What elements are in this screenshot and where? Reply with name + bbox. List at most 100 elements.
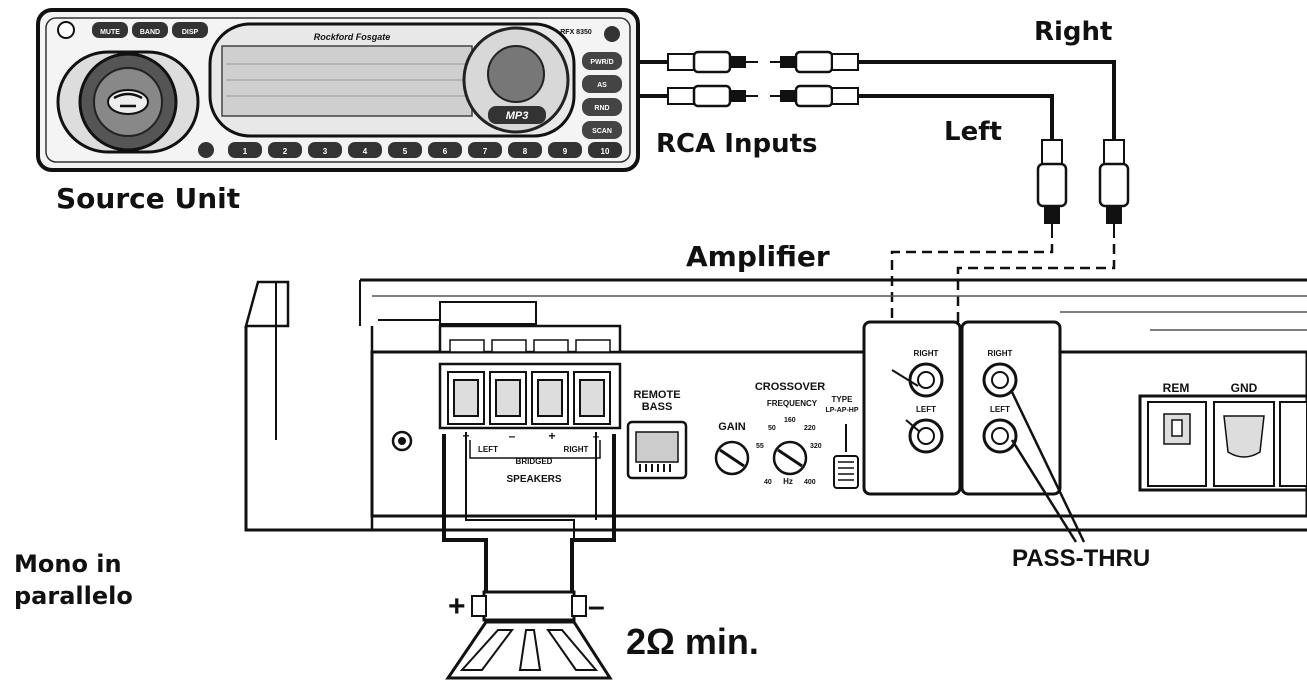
disp-label: DISP [182,29,199,36]
amplifier-label: Amplifier [686,240,830,273]
side-button[interactable] [582,52,622,70]
pass-thru-pointers [1010,391,1086,543]
freq-tick-400: 400 [804,479,816,486]
preset-button-label: 10 [601,147,610,156]
rem-label: REM [1163,381,1190,395]
rca-cable-left [636,84,1054,140]
side-buttons: PWR/D AS RND SCAN [582,52,622,139]
pass-thru-left-jack[interactable] [982,418,1018,454]
display-panel: MP3 Rockford Fosgate [208,22,576,138]
preset-button[interactable] [348,142,382,158]
model-label: RFX 8350 [560,29,592,36]
preset-button-label: 6 [443,147,448,156]
speaker-minus-label: – [588,590,605,623]
side-button[interactable] [582,75,622,93]
head-unit: MUTE BAND DISP MP3 Rockford Fosgate RFX … [36,8,640,172]
speakers-label: SPEAKERS [506,474,561,485]
side-button-label: SCAN [592,128,612,135]
preset-button[interactable] [468,142,502,158]
mute-button[interactable] [92,22,128,38]
freq-tick-55: 55 [756,443,764,450]
terminal-plus-2: + [548,429,555,443]
side-button-label: RND [594,105,609,112]
freq-tick-220: 220 [804,425,816,432]
preset-button-label: 8 [523,147,528,156]
type-label: TYPE [832,395,854,404]
terminal-minus-1: – [509,429,516,443]
freq-tick-320: 320 [810,443,822,450]
preset-button[interactable] [228,142,262,158]
preset-button-label: 4 [363,147,368,156]
rca-cable-right [636,50,1116,140]
pass-thru-right-jack[interactable] [982,362,1018,398]
amplifier-body [244,278,1307,532]
terminal-left-label: LEFT [478,445,498,454]
right-channel-label: Right [1034,17,1112,47]
gain-knob-icon[interactable] [714,440,750,476]
speaker-icon [445,590,613,680]
speaker-terminals [447,371,611,425]
source-unit-label: Source Unit [56,182,240,215]
mono-label-line2: parallelo [14,582,133,610]
preset-button[interactable] [548,142,582,158]
rca-plug-left-icon [1036,139,1068,238]
preset-button-label: 7 [483,147,488,156]
rca-input-right-jack[interactable] [908,362,944,398]
side-button[interactable] [582,98,622,116]
band-label: BAND [140,29,160,36]
preset-button[interactable] [428,142,462,158]
gain-label: GAIN [718,421,746,433]
dashed-right-path [956,244,1116,370]
pass-thru-left-label: LEFT [990,405,1010,414]
speaker-wiring [442,432,616,594]
left-channel-label: Left [944,117,1002,147]
preset-button-label: 3 [323,147,328,156]
bass-label: BASS [642,401,673,413]
speaker-plus-label: + [448,590,466,623]
preset-button-label: 2 [283,147,288,156]
preset-button[interactable] [508,142,542,158]
freq-tick-160: 160 [784,417,796,424]
crossover-label: CROSSOVER [755,381,825,393]
rem-terminal[interactable] [1147,401,1207,487]
preset-button[interactable] [388,142,422,158]
rca-right-label: RIGHT [914,349,939,358]
disp-button[interactable] [172,22,208,38]
rca-left-label: LEFT [916,405,936,414]
preset-button[interactable] [308,142,342,158]
hz-label: Hz [783,477,793,486]
band-button[interactable] [132,22,168,38]
frequency-knob-icon[interactable] [772,440,808,476]
preset-button[interactable] [268,142,302,158]
type-options-label: LP-AP-HP [825,407,858,414]
rca-input-left-jack[interactable] [908,418,944,454]
pass-thru-right-label: RIGHT [988,349,1013,358]
preset-button-label: 1 [243,147,248,156]
type-switch[interactable] [833,424,859,489]
mp3-badge: MP3 [506,110,529,122]
rca-inputs-label: RCA Inputs [656,129,817,159]
bridged-label: BRIDGED [516,457,553,466]
brand-logo: Rockford Fosgate [314,32,391,42]
gnd-terminal[interactable] [1213,401,1275,487]
gnd-label: GND [1231,381,1258,395]
preset-button-label: 5 [403,147,408,156]
terminal-minus-2: – [593,429,600,443]
mono-label-line1: Mono in [14,550,122,578]
terminal-plus-1: + [462,429,469,443]
impedance-label: 2Ω min. [626,621,759,662]
freq-tick-40: 40 [764,479,772,486]
mute-label: MUTE [100,29,120,36]
frequency-label: FREQUENCY [767,399,818,408]
terminal-right-label: RIGHT [564,445,589,454]
volume-knob-icon [56,50,200,154]
rca-plug-right-icon [1098,139,1130,238]
preset-button[interactable] [588,142,622,158]
pass-thru-label: PASS-THRU [1012,545,1150,572]
side-button-label: PWR/D [590,59,613,66]
side-button[interactable] [582,121,622,139]
dashed-left-path [890,244,1054,370]
freq-tick-50: 50 [768,425,776,432]
